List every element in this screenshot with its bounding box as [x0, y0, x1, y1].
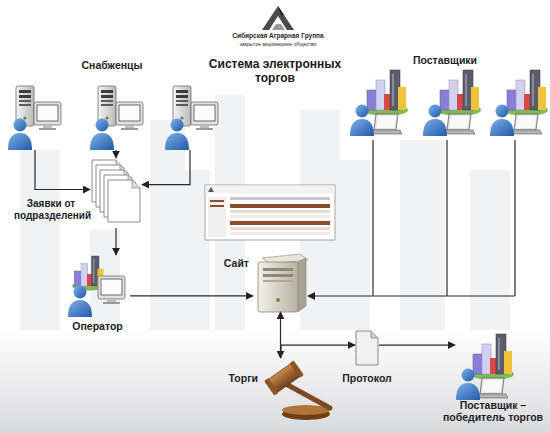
logo-caption: закрытое акционерное общество: [232, 41, 324, 48]
winner-supplier-icon: [456, 334, 514, 400]
node-label: Оператор: [60, 320, 135, 332]
connector-line: [514, 140, 515, 296]
icon-node: Протокол: [355, 330, 379, 365]
icon-node: Заявки от подразделений: [90, 158, 142, 228]
connector-arrow: [379, 345, 455, 346]
connector-line: [308, 295, 515, 296]
connector-arrow: [116, 228, 117, 255]
connector-line: [115, 150, 116, 158]
connector-line: [280, 312, 281, 358]
node-label: Снабженцы: [67, 59, 157, 71]
icon-node: Сайт: [253, 255, 308, 312]
connector-arrow: [280, 312, 281, 358]
connector-line: [142, 150, 190, 185]
node-label: Поставщик – победитель торгов: [437, 399, 549, 423]
icon-node: Снабженцы: [5, 85, 215, 150]
connector-line: [35, 150, 90, 190]
logo-caption: Сибирская Аграрная Группа: [232, 32, 324, 41]
document-stack: [92, 160, 140, 222]
connector-line: [372, 140, 373, 296]
operator-icon: [68, 256, 125, 317]
connector-line: [446, 140, 447, 296]
server-icon: [258, 254, 308, 312]
node-label: Заявки от подразделений: [14, 198, 88, 222]
diagram-title: Система электронных торгов: [200, 57, 350, 85]
icon-node: Оператор: [65, 255, 130, 317]
supplier-icons: [350, 70, 548, 136]
connector-arrow: [130, 295, 253, 296]
icon-node: Торги: [262, 358, 332, 420]
node-label: Поставщики: [400, 54, 490, 66]
connector-arrow: [308, 140, 515, 296]
workstation-icons: [8, 86, 218, 150]
icon-node: Поставщик – победитель торгов: [455, 333, 523, 397]
connector-line: [130, 295, 253, 296]
connector-line: [281, 345, 355, 358]
gavel-icon: [264, 360, 330, 420]
floor-shade: [0, 330, 550, 433]
node-label: Протокол: [333, 372, 401, 384]
protocol-icon: [356, 331, 378, 365]
connector-line: [115, 228, 116, 255]
connector-arrow: [281, 345, 355, 358]
site-screenshot: [205, 185, 335, 240]
connector-line: [379, 345, 455, 346]
connector-arrow: [35, 150, 190, 190]
icon-node: Поставщики: [345, 70, 540, 140]
node-label: Сайт: [207, 257, 249, 269]
node-label: Торги: [212, 372, 258, 384]
